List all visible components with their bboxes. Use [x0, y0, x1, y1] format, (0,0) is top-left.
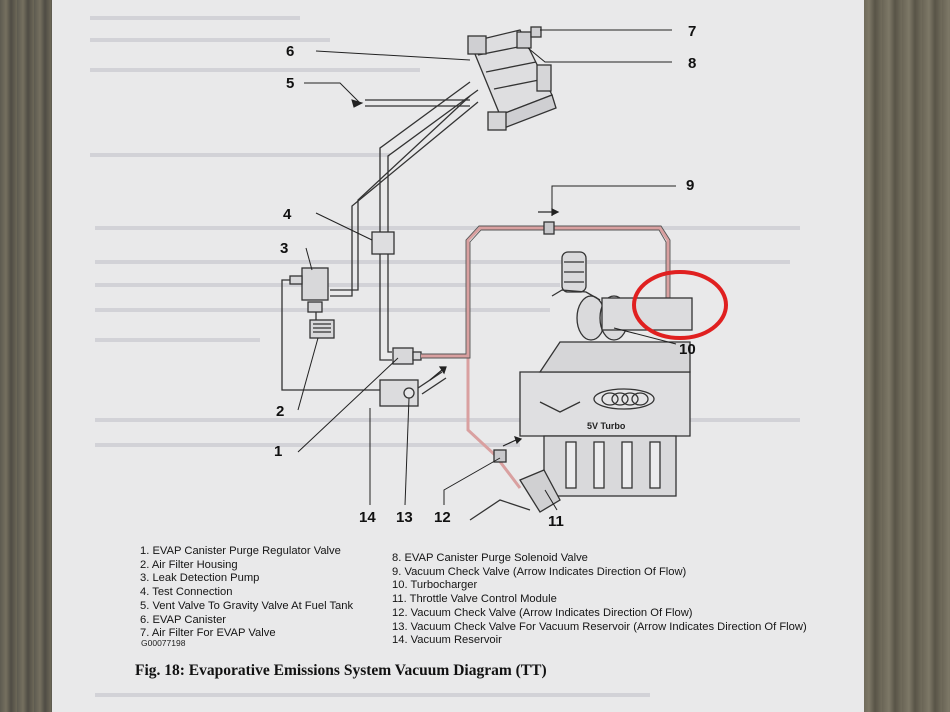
legend-item: 7. Air Filter For EVAP Valve	[140, 627, 276, 640]
callout-10: 10	[679, 341, 696, 358]
engine-label: 5V Turbo	[587, 421, 626, 431]
purge-regulator-valve	[392, 347, 422, 365]
wood-background-left	[0, 0, 60, 712]
callout-3: 3	[280, 240, 289, 257]
callout-7: 7	[688, 23, 697, 40]
callout-2: 2	[276, 403, 285, 420]
flow-arrows	[429, 208, 560, 447]
vacuum-lines-red	[421, 226, 670, 489]
leak-detection-pump	[281, 267, 380, 391]
legend-item: 3. Leak Detection Pump	[140, 572, 260, 585]
legend-item: 14. Vacuum Reservoir	[392, 634, 502, 647]
callout-6: 6	[286, 43, 295, 60]
callout-8: 8	[688, 55, 697, 72]
check-valves	[493, 221, 555, 463]
callout-12: 12	[434, 509, 451, 526]
wood-background-right	[862, 0, 950, 712]
callout-9: 9	[686, 177, 695, 194]
legend-item: 1. EVAP Canister Purge Regulator Valve	[140, 545, 341, 557]
turbocharger	[551, 251, 693, 341]
figure-caption: Fig. 18: Evaporative Emissions System Va…	[135, 662, 547, 679]
legend-item: 2. Air Filter Housing	[140, 558, 238, 571]
air-filter-housing	[309, 312, 335, 339]
vacuum-lines-red-outline	[421, 225, 671, 359]
legend-item: 13. Vacuum Check Valve For Vacuum Reserv…	[392, 620, 807, 633]
legend-left: 1. EVAP Canister Purge Regulator Valve 2…	[140, 545, 353, 641]
figure-id: G00077198	[141, 638, 186, 648]
highlight-circle	[632, 270, 728, 340]
callout-13: 13	[396, 509, 413, 526]
legend-item: 6. EVAP Canister	[140, 613, 227, 626]
callout-4: 4	[283, 206, 292, 223]
legend-item: 8. EVAP Canister Purge Solenoid Valve	[392, 552, 588, 564]
legend-item: 5. Vent Valve To Gravity Valve At Fuel T…	[140, 599, 354, 612]
legend-item: 11. Throttle Valve Control Module	[392, 593, 557, 606]
callout-14: 14	[359, 509, 376, 526]
hoses-black	[330, 81, 479, 361]
evap-canister	[467, 26, 557, 131]
vacuum-reservoir	[379, 371, 447, 407]
callout-5: 5	[286, 75, 295, 92]
legend-item: 9. Vacuum Check Valve (Arrow Indicates D…	[392, 565, 687, 578]
legend-right: 8. EVAP Canister Purge Solenoid Valve 9.…	[392, 552, 807, 648]
legend-item: 12. Vacuum Check Valve (Arrow Indicates …	[392, 606, 693, 619]
legend-item: 10. Turbocharger	[392, 579, 478, 592]
engine-block	[469, 341, 691, 521]
callout-11: 11	[548, 513, 564, 530]
legend-item: 4. Test Connection	[140, 586, 233, 599]
callout-1: 1	[274, 443, 283, 460]
leader-lines	[297, 29, 677, 511]
